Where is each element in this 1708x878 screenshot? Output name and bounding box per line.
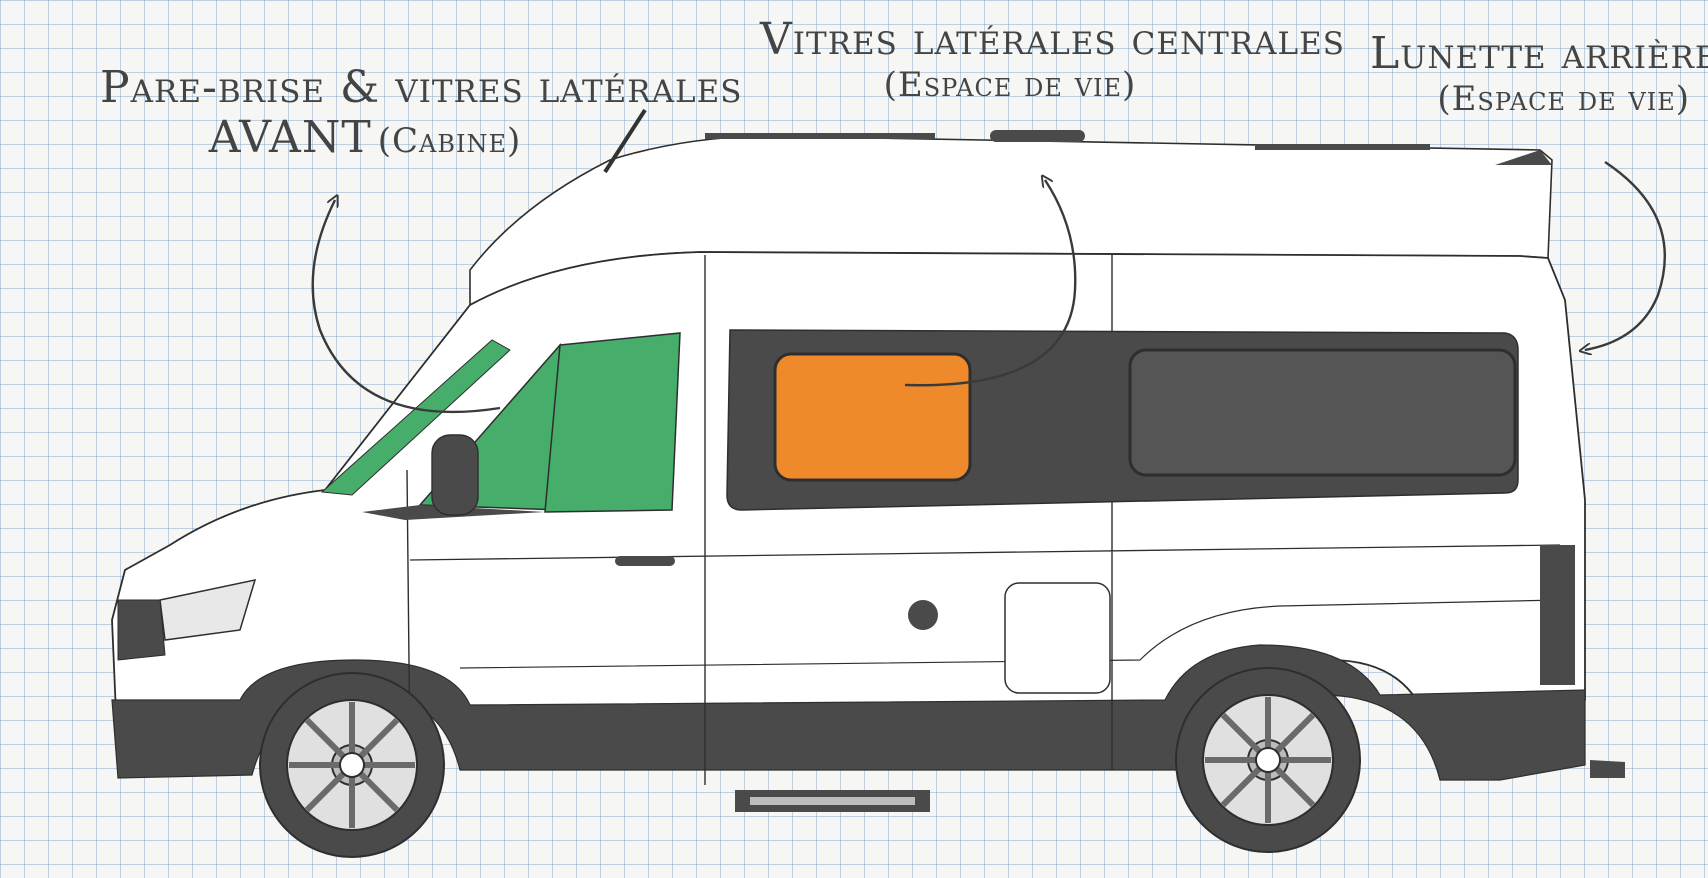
door-handle (615, 556, 675, 566)
arrow-rear (1585, 160, 1666, 350)
arrow-front (311, 200, 501, 414)
middle-side-window (773, 352, 972, 482)
label-middle-subtitle: (Espace de vie) (883, 65, 1137, 105)
label-front-title-line2: AVANT (208, 112, 372, 163)
label-front-subtitle: (Cabine) (377, 121, 522, 161)
grille (117, 599, 166, 661)
fuel-cap (908, 600, 938, 630)
cab-window-rear (544, 332, 681, 513)
label-middle-title: Vitres latérales centrales (760, 14, 1345, 65)
label-rear-title: Lunette arrière (1370, 28, 1708, 79)
label-front: Pare-brise & vitres latérales AVANT (Cab… (100, 62, 743, 160)
rear-light (1540, 545, 1575, 685)
side-mirror (431, 434, 479, 516)
side-step-highlight (750, 797, 915, 805)
service-hatch (1004, 582, 1111, 694)
arrow-middle (904, 180, 1077, 387)
roof-rail-rear (1255, 144, 1430, 150)
rear-spoiler (1495, 150, 1552, 165)
headlight (159, 579, 257, 641)
label-middle: Vitres latérales centrales (Espace de vi… (760, 14, 1345, 105)
lower-crease (459, 599, 1561, 669)
label-front-line2: AVANT (Cabine) (100, 116, 630, 160)
roof-vent (990, 130, 1085, 142)
rear-wheel (1175, 667, 1361, 853)
roof-rail-front (705, 133, 935, 139)
tow-hitch (1590, 760, 1625, 778)
belt-line (409, 544, 1561, 561)
rear-side-window (1128, 348, 1517, 477)
roof-antenna (603, 108, 647, 174)
windshield-glass (320, 339, 511, 496)
label-front-title-line1: Pare-brise & vitres latérales (100, 62, 743, 113)
label-rear: Lunette arrière (Espace de vie) (1370, 28, 1708, 119)
front-wheel (259, 672, 445, 858)
label-rear-subtitle: (Espace de vie) (1437, 79, 1690, 119)
